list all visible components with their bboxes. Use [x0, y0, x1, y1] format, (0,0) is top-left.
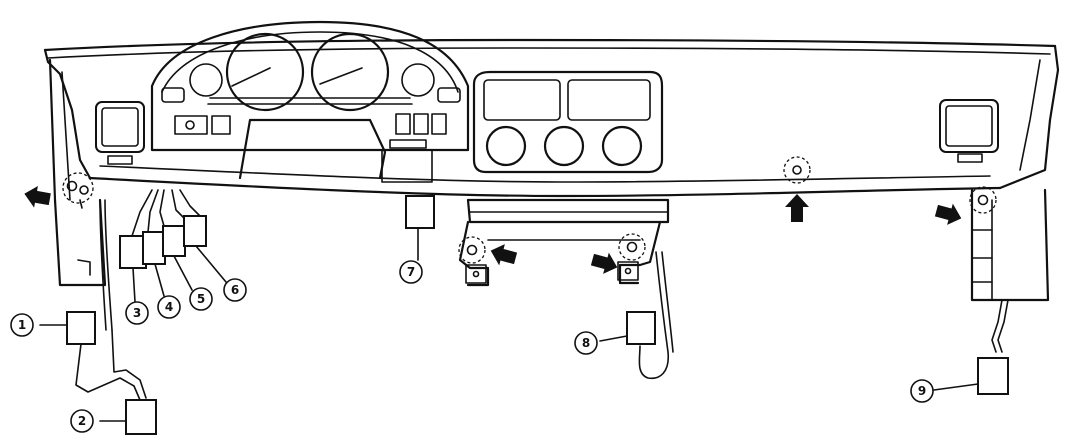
- callout-7-label: 7: [407, 265, 415, 279]
- bolt-center-right: [618, 233, 646, 261]
- center-console: [381, 70, 664, 183]
- connector-7: [405, 195, 435, 229]
- callout-4-label: 4: [165, 300, 173, 314]
- right-side-panel: [970, 188, 1050, 302]
- connector-2: [125, 399, 157, 435]
- small-bracket-tabs: [465, 261, 639, 284]
- connector-1: [66, 311, 96, 345]
- bolt-left: [62, 172, 94, 209]
- bolt-dash-center: [783, 156, 811, 184]
- connector-4: [142, 231, 166, 265]
- connector-6: [183, 215, 207, 247]
- connector-8: [626, 311, 656, 345]
- arrow-center-right-bolt: [590, 252, 618, 274]
- left-side-panel: [48, 58, 107, 287]
- connector-group-1-2: [39, 199, 157, 435]
- connector-group-8: [599, 251, 674, 380]
- callout-5: 5: [189, 287, 213, 311]
- callout-1-label: 1: [18, 318, 26, 332]
- arrow-center-left-bolt: [490, 244, 518, 266]
- bolt-right: [969, 186, 997, 214]
- connector-group-7: [405, 195, 435, 261]
- callout-2-label: 2: [78, 414, 86, 428]
- arrow-dash-bolt: [785, 194, 809, 222]
- connector-9: [977, 357, 1009, 395]
- callout-2: 2: [70, 409, 94, 433]
- callout-9: 9: [910, 379, 934, 403]
- connector-5: [162, 225, 186, 257]
- callout-8: 8: [574, 331, 598, 355]
- bolt-center-left: [458, 236, 486, 264]
- callout-9-label: 9: [918, 384, 926, 398]
- callout-7: 7: [399, 260, 423, 284]
- instrument-cluster: [150, 20, 470, 180]
- dashboard-outline: [43, 38, 1060, 198]
- arrows: [24, 185, 962, 274]
- callout-5-label: 5: [197, 292, 205, 306]
- connector-group-9: [933, 299, 1009, 395]
- callout-8-label: 8: [582, 336, 590, 350]
- callout-6-label: 6: [231, 283, 239, 297]
- left-air-vent: [95, 101, 145, 165]
- center-bracket: [458, 198, 670, 287]
- callout-4: 4: [157, 295, 181, 319]
- arrow-right-bolt: [934, 203, 962, 225]
- callout-3: 3: [125, 301, 149, 325]
- callout-3-label: 3: [133, 306, 141, 320]
- callout-6: 6: [223, 278, 247, 302]
- connector-group-3-6: [119, 189, 227, 303]
- right-air-vent: [939, 99, 999, 163]
- arrow-left-bolt: [24, 185, 51, 208]
- callout-1: 1: [10, 313, 34, 337]
